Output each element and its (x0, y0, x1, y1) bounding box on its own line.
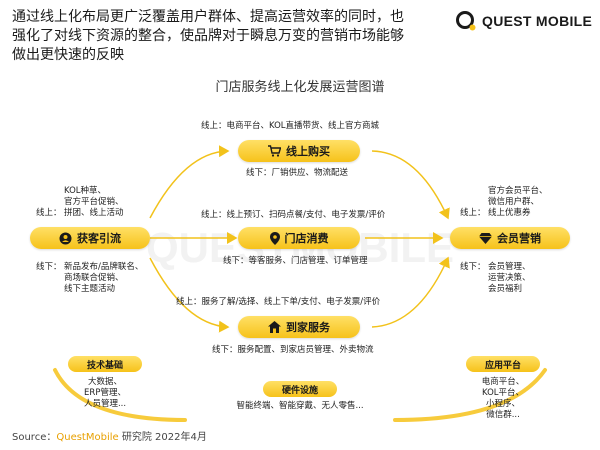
right-online-tag: 线上： (460, 208, 486, 218)
headline-line: 通过线上化布局更广泛覆盖用户群体、提高运营效率的同时，也 (12, 9, 404, 25)
questmobile-logo-icon (456, 11, 476, 31)
left-offline-tag: 线下： (36, 262, 62, 272)
right-online-line: 微信用户群、 (488, 197, 540, 207)
arrow-acquire-to-home (149, 257, 230, 333)
left-offline-line: 新品发布/品牌联名、 (64, 262, 144, 272)
left-online-line: 官方平台促销、 (64, 197, 124, 207)
left-offline-line: 商场联合促销、 (64, 273, 124, 283)
arrow-home-to-member (371, 256, 450, 328)
logo-text: QUEST MOBILE (482, 13, 593, 29)
diamond-icon (479, 232, 492, 244)
app-platform-pill: 应用平台 (466, 356, 540, 372)
label-store-online: 线上：线上预订、扫码点餐/支付、电子发票/评价 (201, 210, 386, 220)
node-home-label: 到家服务 (286, 321, 330, 334)
source-prefix: Source： (12, 432, 57, 443)
hardware-details: 智能终端、智能穿戴、无人零售... (200, 401, 400, 412)
right-online-line: 线上优惠券 (488, 208, 531, 218)
left-offline-details: 新品发布/品牌联名、 商场联合促销、 线下主题活动 (64, 262, 143, 295)
location-pin-icon (269, 231, 280, 245)
right-offline-line: 会员管理、 (488, 262, 531, 272)
node-online-buy-label: 线上购买 (286, 145, 330, 158)
right-offline-tag: 线下： (460, 262, 486, 272)
node-home: 到家服务 (238, 316, 360, 338)
node-store: 门店消费 (238, 227, 360, 249)
home-icon (268, 321, 281, 333)
source-suffix: 研究院 2022年4月 (118, 432, 207, 443)
user-icon (59, 232, 72, 245)
arrow-buy-to-member (371, 150, 450, 220)
tech-foundation-details: 大数据、 ERP管理、 人员管理... (60, 377, 150, 410)
tech-line: 大数据、 (87, 377, 122, 387)
left-online-details: KOL种草、 官方平台促销、 拼团、线上活动 (64, 186, 124, 219)
app-line: 小程序、 (485, 399, 520, 409)
bottom-arc-left (53, 368, 187, 422)
hardware-line: 智能终端、智能穿戴、无人零售... (236, 401, 364, 411)
diagram-title: 门店服务线上化发展运营图谱 (215, 80, 385, 95)
source-brand: QuestMobile (56, 432, 119, 443)
label-buy-offline: 线下：厂销供应、物流配送 (246, 168, 349, 178)
label-store-offline: 线下：等客服务、门店管理、订单管理 (223, 256, 368, 266)
headline-line: 做出更快速的反映 (12, 47, 124, 63)
app-platform-details: 电商平台、 KOL平台、 小程序、 微信群... (458, 377, 548, 421)
hardware-pill: 硬件设施 (263, 381, 337, 397)
label-home-online: 线上：服务了解/选择、线上下单/支付、电子发票/评价 (176, 297, 381, 307)
app-line: 电商平台、 (481, 377, 525, 387)
tech-foundation-pill: 技术基础 (68, 356, 142, 372)
app-line: KOL平台、 (481, 388, 525, 398)
bottom-arc-right (393, 368, 547, 422)
right-online-line: 官方会员平台、 (488, 186, 548, 196)
right-offline-line: 运营决策、 (488, 273, 531, 283)
left-online-line: 拼团、线上活动 (64, 208, 124, 218)
cart-icon (268, 145, 281, 157)
right-offline-details: 会员管理、 运营决策、 会员福利 (488, 262, 531, 295)
label-home-offline: 线下：服务配置、到家店员管理、外卖物流 (212, 345, 374, 355)
left-online-line: KOL种草、 (64, 186, 107, 196)
node-member: 会员营销 (450, 227, 570, 249)
headline-line: 强化了对线下资源的整合，使品牌对于瞬息万变的营销市场能够 (12, 28, 404, 44)
questmobile-logo: QUEST MOBILE (455, 10, 592, 32)
source-line: Source：QuestMobile 研究院 2022年4月 (12, 428, 207, 443)
node-acquire-label: 获客引流 (77, 232, 121, 245)
node-acquire: 获客引流 (30, 227, 150, 249)
headline: 通过线上化布局更广泛覆盖用户群体、提高运营效率的同时，也 强化了对线下资源的整合… (12, 8, 452, 65)
right-online-details: 官方会员平台、 微信用户群、 线上优惠券 (488, 186, 548, 219)
node-member-label: 会员营销 (497, 232, 541, 245)
right-offline-line: 会员福利 (488, 284, 523, 294)
label-buy-online: 线上：电商平台、KOL直播带货、线上官方商城 (201, 121, 380, 131)
left-online-tag: 线上： (36, 208, 62, 218)
arrow-acquire-to-buy (149, 145, 230, 219)
node-store-label: 门店消费 (284, 232, 329, 245)
left-offline-line: 线下主题活动 (64, 284, 116, 294)
tech-line: 人员管理... (83, 399, 127, 409)
app-line: 微信群... (486, 410, 520, 420)
node-online-buy: 线上购买 (238, 140, 360, 162)
tech-line: ERP管理、 (84, 388, 126, 398)
